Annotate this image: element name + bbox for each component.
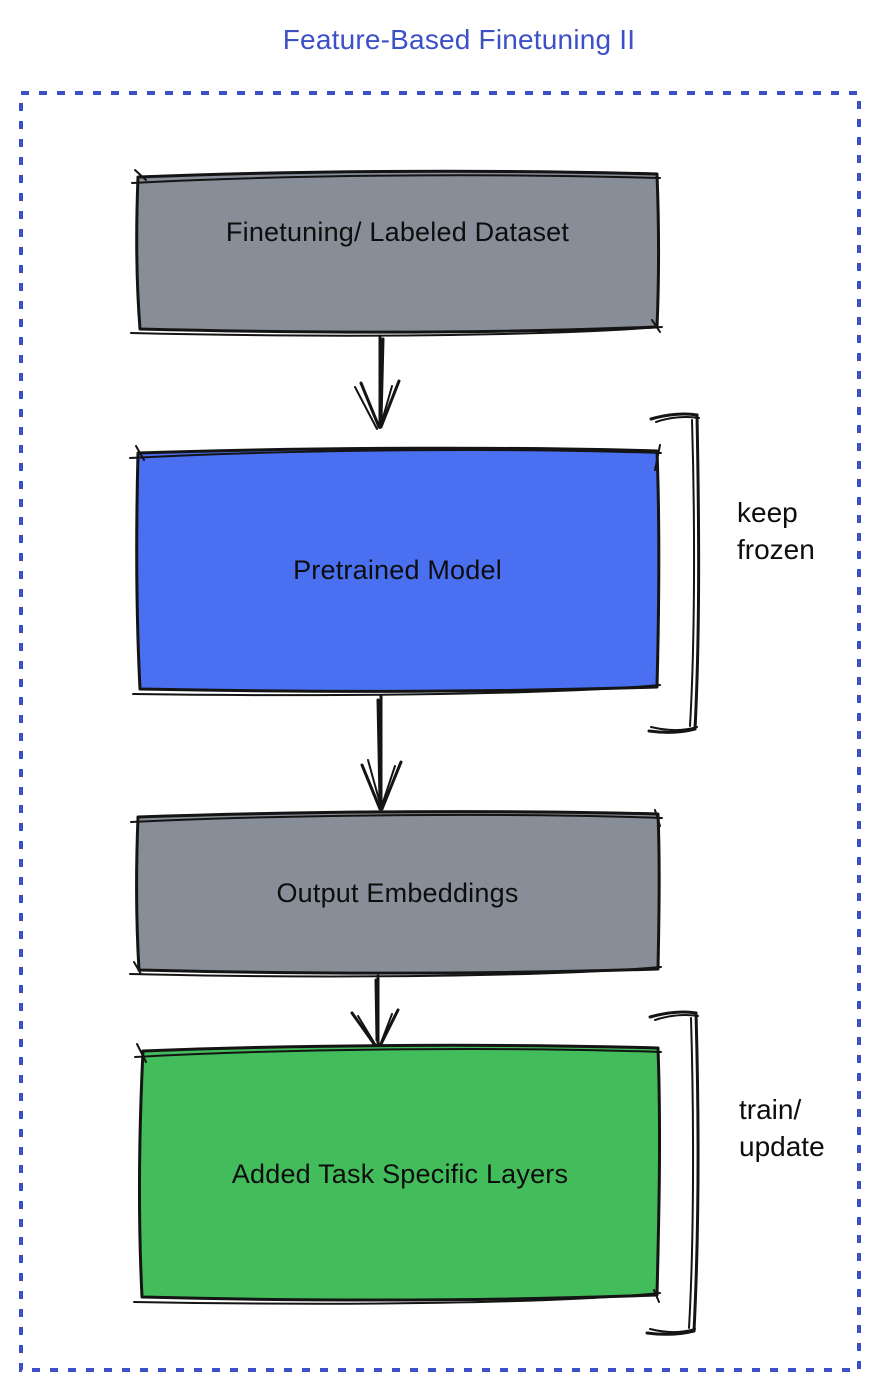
arrow-embeddings-to-task: [350, 974, 400, 1050]
sketch-stroke: [129, 809, 663, 978]
dataset-box: [130, 169, 663, 337]
keep-frozen-line2: frozen: [737, 534, 815, 565]
dataset-box-shape: [135, 169, 660, 334]
train-update-line1: train/: [739, 1094, 802, 1125]
train-update-label: train/ update: [739, 1091, 825, 1165]
keep-frozen-label: keep frozen: [737, 494, 815, 568]
keep-frozen-bracket: [647, 412, 701, 734]
pretrained-box-shape: [135, 446, 661, 693]
sketch-stroke: [130, 169, 663, 337]
train-update-bracket: [645, 1010, 700, 1336]
embeddings-box: [129, 809, 663, 978]
sketch-stroke: [133, 1043, 662, 1305]
keep-frozen-line1: keep: [737, 497, 798, 528]
dotted-frame: [19, 91, 861, 1372]
diagram-title: Feature-Based Finetuning II: [282, 24, 636, 55]
arrow-dataset-to-pretrained: [354, 334, 401, 430]
pretrained-box: [129, 444, 662, 697]
embeddings-box-shape: [135, 810, 661, 975]
task-layers-box: [133, 1043, 662, 1305]
sketch-stroke: [129, 444, 662, 697]
train-update-line2: update: [739, 1131, 825, 1162]
task-layers-box-shape: [137, 1043, 662, 1302]
arrow-pretrained-to-embeddings: [360, 694, 403, 811]
